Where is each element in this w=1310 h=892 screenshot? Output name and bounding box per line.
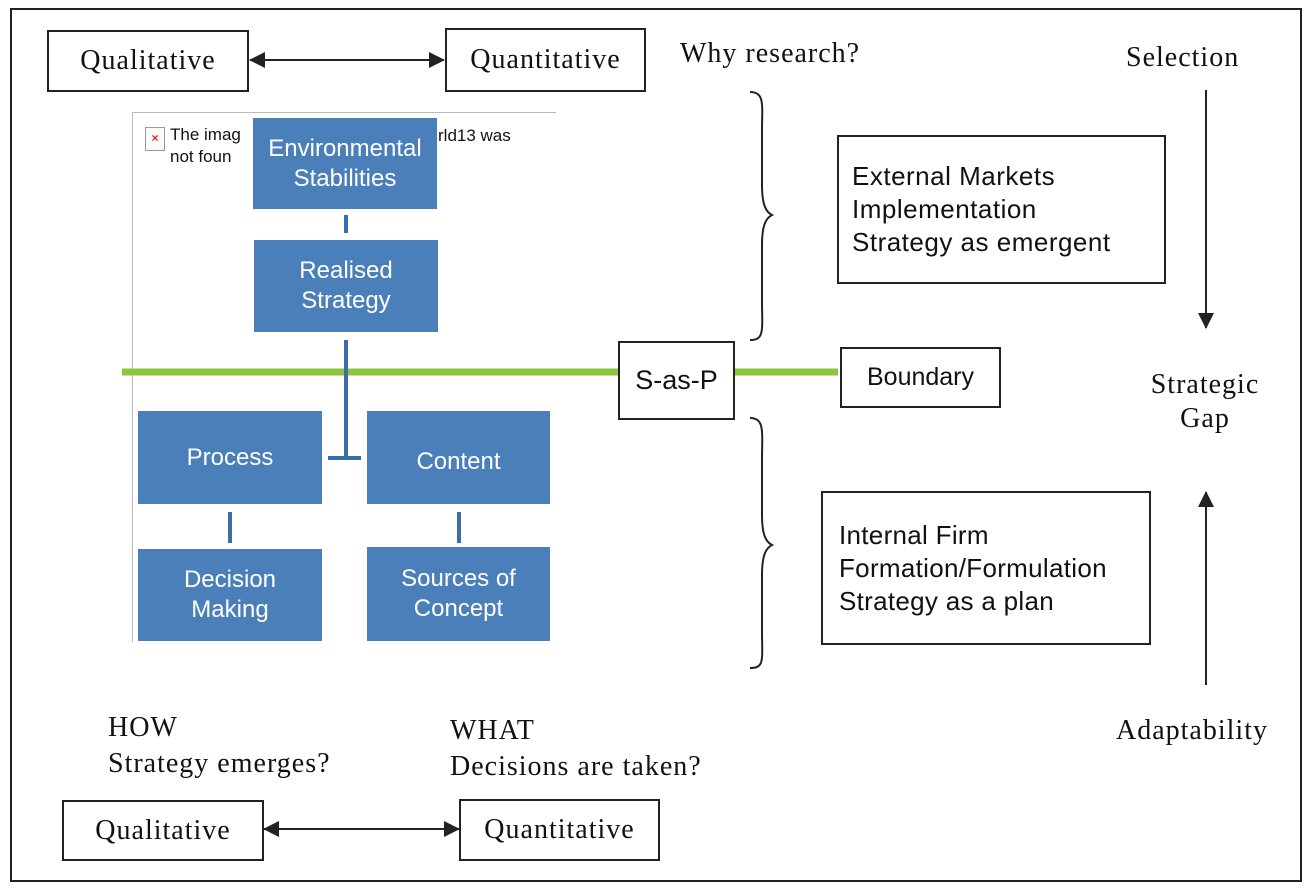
boundary-label: Boundary xyxy=(866,363,975,391)
sources-of-concept-box: Sources of Concept xyxy=(367,547,550,641)
process-box: Process xyxy=(138,411,322,504)
strategic-gap-label: Strategic Gap xyxy=(1150,369,1260,434)
top-quantitative-label: Quantitative xyxy=(470,44,621,75)
bottom-qualitative-label: Qualitative xyxy=(95,814,231,846)
broken-image-text-right: rld13 was xyxy=(438,126,511,145)
upper-brace xyxy=(749,91,775,341)
top-quantitative-box: Quantitative xyxy=(445,28,646,92)
boundary-box: Boundary xyxy=(840,347,1001,408)
why-research-label: Why research? xyxy=(680,38,861,69)
internal-firm-text: Internal Firm Formation/Formulation Stra… xyxy=(839,519,1107,616)
broken-image-frame xyxy=(132,112,556,642)
bottom-quantitative-box: Quantitative xyxy=(459,799,660,861)
broken-image-icon: × xyxy=(145,127,165,151)
adaptability-label: Adaptability xyxy=(1116,715,1268,746)
top-qualitative-label: Qualitative xyxy=(80,45,216,76)
bottom-quantitative-label: Quantitative xyxy=(484,814,635,845)
selection-label: Selection xyxy=(1126,42,1240,73)
top-qualitative-box: Qualitative xyxy=(47,30,249,92)
bottom-qualitative-box: Qualitative xyxy=(62,800,264,861)
lower-brace xyxy=(749,417,775,669)
what-label: WHAT Decisions are taken? xyxy=(450,715,702,782)
content-box: Content xyxy=(367,411,550,504)
external-markets-box: External Markets Implementation Strategy… xyxy=(837,135,1166,284)
internal-firm-box: Internal Firm Formation/Formulation Stra… xyxy=(821,491,1151,645)
decision-making-box: Decision Making xyxy=(138,549,322,641)
environmental-stabilities-box: Environmental Stabilities xyxy=(253,118,437,209)
s-as-p-label: S-as-P xyxy=(635,365,718,395)
how-label: HOW Strategy emerges? xyxy=(108,712,331,779)
external-markets-text: External Markets Implementation Strategy… xyxy=(852,161,1111,257)
outer-frame xyxy=(10,8,1302,882)
s-as-p-box: S-as-P xyxy=(618,341,735,420)
realised-strategy-box: Realised Strategy xyxy=(254,240,438,332)
broken-image-text: The imag not foun xyxy=(170,125,241,166)
